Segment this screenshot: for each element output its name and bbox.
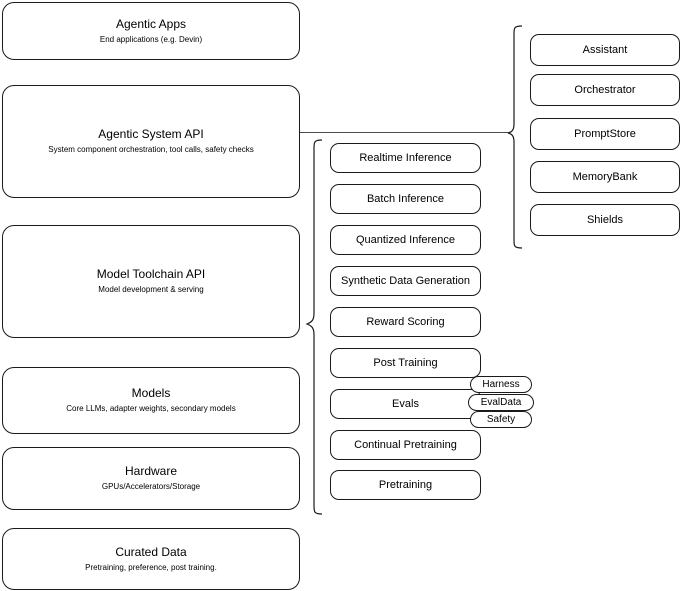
toolchain-label: Evals [392,398,419,410]
layer-subtitle: Model development & serving [98,285,204,294]
toolchain-label: Pretraining [378,479,433,491]
component-assistant[interactable]: Assistant [530,34,680,66]
layer-subtitle: GPUs/Accelerators/Storage [101,482,201,491]
toolchain-pretraining[interactable]: Pretraining [330,470,481,500]
toolchain-label: Quantized Inference [355,234,456,246]
toolchain-realtime-inference[interactable]: Realtime Inference [330,143,481,173]
layer-curated-data[interactable]: Curated Data Pretraining, preference, po… [2,528,300,590]
layer-title: Agentic Apps [115,16,187,31]
evals-tag-label: EvalData [480,397,522,408]
layer-subtitle: End applications (e.g. Devin) [99,34,203,44]
layer-title: Curated Data [115,544,187,559]
layer-agentic-apps[interactable]: Agentic Apps End applications (e.g. Devi… [2,2,300,60]
toolchain-label: Realtime Inference [359,152,452,164]
toolchain-label: Reward Scoring [366,316,445,328]
layer-title: Agentic System API [98,127,204,141]
evals-tag-label: Harness [482,379,520,390]
toolchain-label: Post Training [373,357,438,369]
layer-model-toolchain-api[interactable]: Model Toolchain API Model development & … [2,225,300,338]
toolchain-synthetic-data-generation[interactable]: Synthetic Data Generation [330,266,481,296]
layer-subtitle: System component orchestration, tool cal… [48,145,254,154]
evals-tag-evaldata[interactable]: EvalData [468,394,534,411]
toolchain-continual-pretraining[interactable]: Continual Pretraining [330,430,481,460]
component-label: PromptStore [574,128,636,140]
component-label: MemoryBank [572,171,638,183]
component-promptstore[interactable]: PromptStore [530,118,680,150]
toolchain-quantized-inference[interactable]: Quantized Inference [330,225,481,255]
toolchain-reward-scoring[interactable]: Reward Scoring [330,307,481,337]
toolchain-post-training[interactable]: Post Training [330,348,481,378]
component-label: Orchestrator [574,84,636,96]
toolchain-label: Batch Inference [366,193,445,205]
connector-line-system-api [300,132,510,133]
toolchain-evals[interactable]: Evals [330,389,481,419]
evals-tag-harness[interactable]: Harness [470,376,532,393]
layer-subtitle: Core LLMs, adapter weights, secondary mo… [66,404,236,413]
layer-agentic-system-api[interactable]: Agentic System API System component orch… [2,85,300,198]
toolchain-batch-inference[interactable]: Batch Inference [330,184,481,214]
evals-tag-safety[interactable]: Safety [470,411,532,428]
toolchain-label: Continual Pretraining [354,439,457,451]
brace-toolchain-components [305,139,323,515]
component-memorybank[interactable]: MemoryBank [530,161,680,193]
component-orchestrator[interactable]: Orchestrator [530,74,680,106]
component-shields[interactable]: Shields [530,204,680,236]
brace-system-components [507,25,523,249]
layer-title: Model Toolchain API [96,267,206,281]
evals-tag-label: Safety [486,414,516,425]
layer-title: Models [131,386,171,400]
layer-models[interactable]: Models Core LLMs, adapter weights, secon… [2,367,300,434]
component-label: Shields [586,214,624,226]
toolchain-label: Synthetic Data Generation [340,275,471,287]
layer-hardware[interactable]: Hardware GPUs/Accelerators/Storage [2,447,300,510]
component-label: Assistant [582,44,628,56]
layer-subtitle: Pretraining, preference, post training. [85,562,217,572]
layer-title: Hardware [124,464,178,478]
